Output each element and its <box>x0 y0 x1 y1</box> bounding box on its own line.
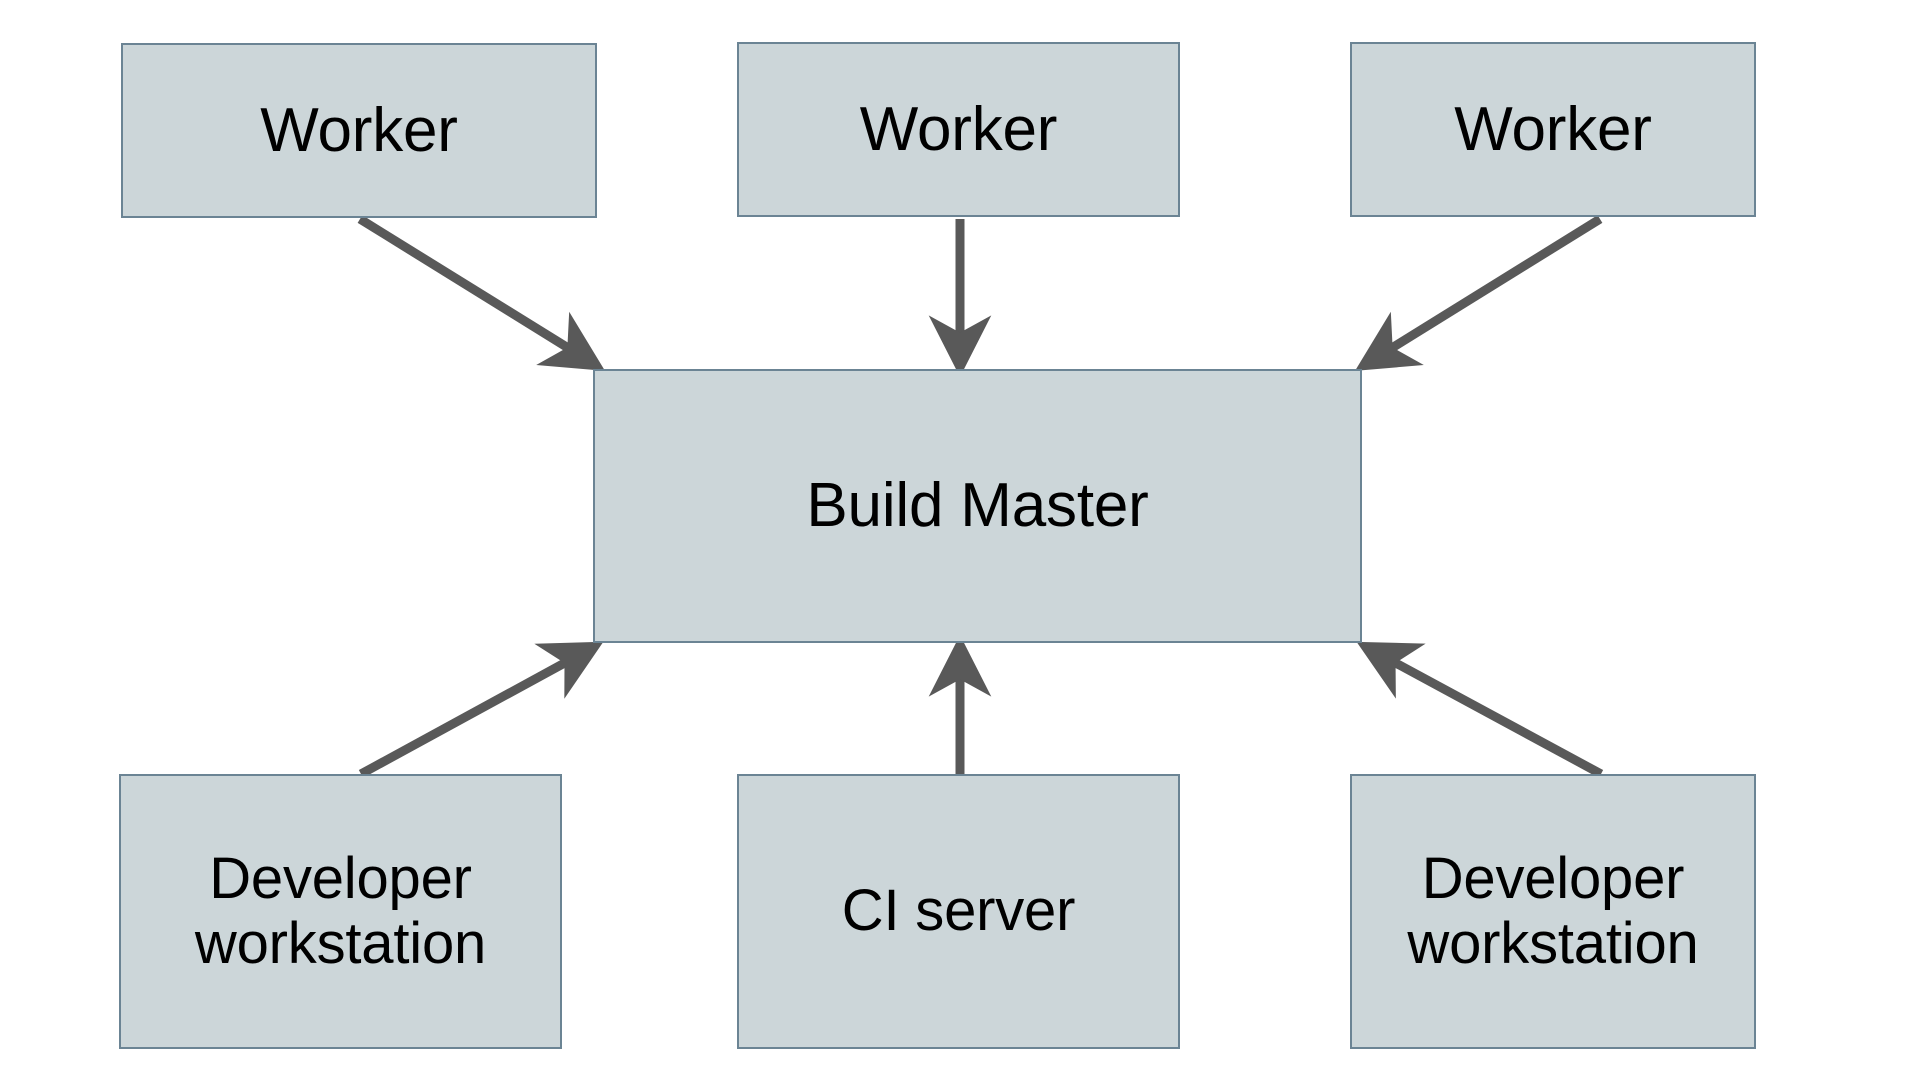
edge-dev-left-to-master <box>358 641 604 778</box>
node-worker-right[interactable]: Worker <box>1350 42 1756 217</box>
node-developer-workstation-left[interactable]: Developer workstation <box>119 774 562 1049</box>
node-worker-left[interactable]: Worker <box>121 43 597 218</box>
node-ci-server-label: CI server <box>841 878 1076 944</box>
node-worker-left-label: Worker <box>260 95 458 165</box>
edge-dev-right-to-master <box>1356 641 1604 778</box>
node-worker-center[interactable]: Worker <box>737 42 1180 217</box>
node-build-master-label: Build Master <box>806 471 1149 541</box>
node-developer-workstation-right[interactable]: Developer workstation <box>1350 774 1756 1049</box>
edge-worker-right-to-master <box>1354 215 1603 371</box>
node-developer-workstation-right-label: Developer workstation <box>1407 845 1699 976</box>
node-developer-workstation-left-label: Developer workstation <box>194 845 487 976</box>
edge-worker-left-to-master <box>357 215 606 371</box>
node-worker-right-label: Worker <box>1454 94 1652 164</box>
node-build-master[interactable]: Build Master <box>593 369 1362 643</box>
node-worker-center-label: Worker <box>859 94 1058 164</box>
node-ci-server[interactable]: CI server <box>737 774 1180 1049</box>
